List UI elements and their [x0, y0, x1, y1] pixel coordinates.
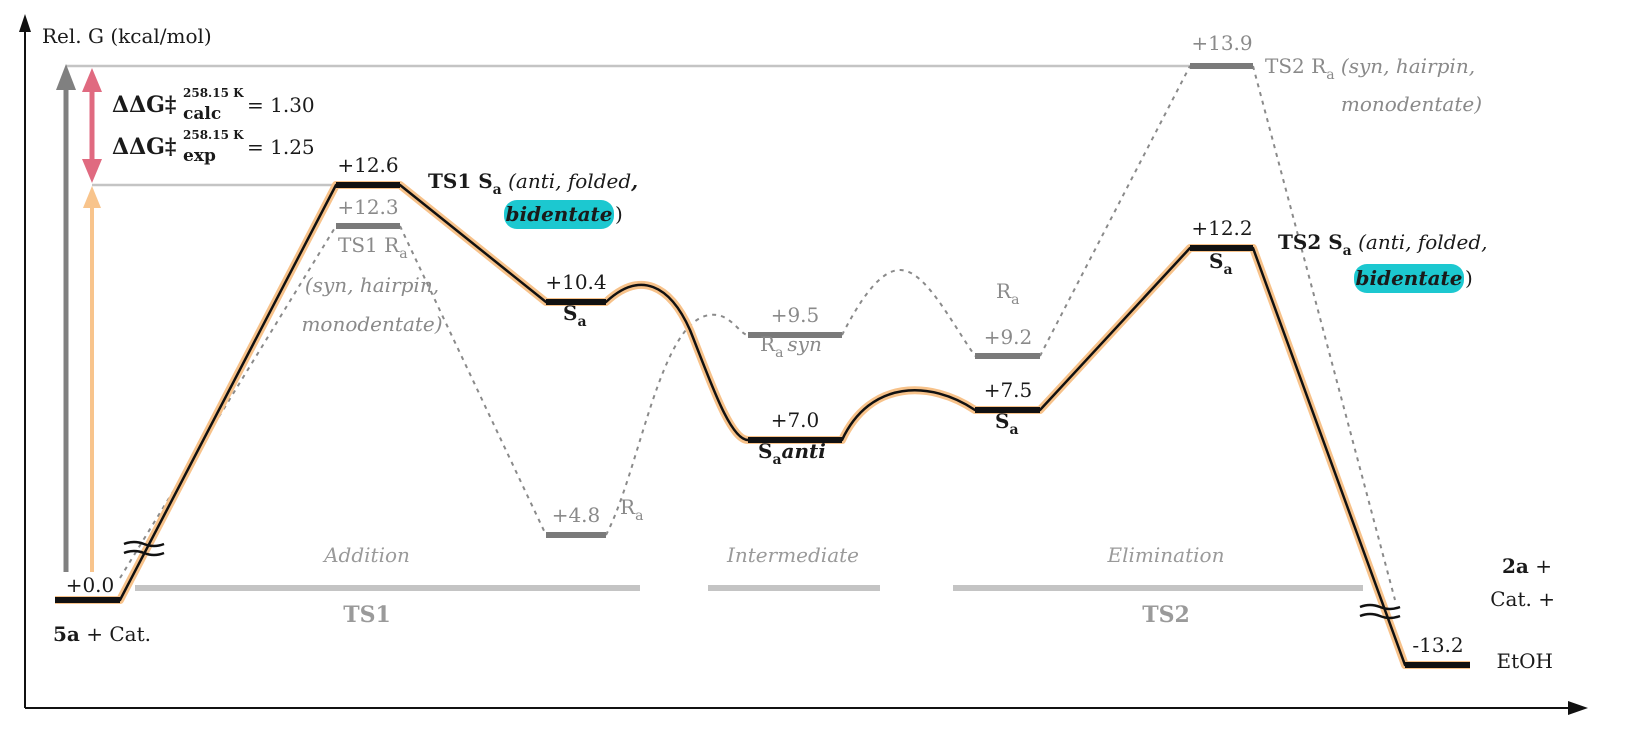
sa-pathway-glow — [55, 181, 1470, 669]
int-ra-syn-energy: +9.5 — [771, 303, 820, 327]
product-species-label-line1: 2a + — [1502, 554, 1552, 578]
sa-main-pathway — [55, 181, 1470, 669]
int-sa-right-label: Sa — [995, 409, 1019, 438]
energy-values: +0.0 +12.6 +12.3 +10.4 +4.8 +9.5 +7.0 +9… — [66, 31, 1464, 657]
ts2-bidentate-highlight — [1354, 264, 1464, 293]
ts2-ra-label: TS2 Ra (syn, hairpin, — [1265, 54, 1475, 83]
ddg-calc-value: = 1.30 — [247, 93, 315, 117]
ddg-exp-annotation: ΔΔG‡ 258.15 K exp = 1.25 — [112, 128, 315, 166]
axes: Rel. G (kcal/mol) — [19, 14, 1588, 715]
int-ra-low-energy: +4.8 — [552, 503, 601, 527]
ts1-sa-label: TS1 Sa (anti, folded, — [428, 169, 638, 198]
ra-levels — [336, 63, 1253, 538]
ts2-sa-level-label: Sa — [1209, 249, 1233, 278]
ts1-bidentate-close: ) — [615, 202, 623, 226]
ddg-calc-subscript: calc — [183, 104, 221, 124]
ts1-ra-energy: +12.3 — [337, 195, 398, 219]
section-elimination-label: Elimination — [1107, 543, 1225, 567]
start-energy: +0.0 — [66, 573, 115, 597]
int-sa-anti-label: Saanti — [758, 439, 826, 468]
energy-arrows — [56, 64, 102, 572]
section-intermediate-label: Intermediate — [726, 543, 859, 567]
int-ra-right-energy: +9.2 — [984, 325, 1033, 349]
sa-levels — [55, 182, 1470, 668]
ts2-ra-desc-line2: monodentate) — [1341, 92, 1482, 116]
int-sa-left-energy: +10.4 — [545, 270, 606, 294]
ddg-arrow-head-bottom-icon — [82, 159, 102, 183]
section-bars: Addition Intermediate Elimination TS1 TS… — [135, 543, 1363, 628]
y-axis-label: Rel. G (kcal/mol) — [42, 24, 212, 48]
product-energy: -13.2 — [1412, 633, 1463, 657]
int-sa-left-label: Sa — [563, 301, 587, 330]
sa-pathway-line — [55, 183, 1470, 667]
ts2-sa-label: TS2 Sa (anti, folded, — [1278, 230, 1488, 259]
ts1-bidentate-highlight — [504, 200, 614, 229]
ts2-sa-energy: +12.2 — [1191, 216, 1252, 240]
axis-break-left-icon — [123, 540, 165, 557]
ddg-exp-temperature: 258.15 K — [183, 128, 244, 142]
ts1-ra-label: TS1 Ra — [338, 233, 408, 262]
ts1-bidentate-label: bidentate — [506, 202, 613, 226]
ts1-sa-energy: +12.6 — [337, 153, 398, 177]
ts2-bidentate-close: ) — [1465, 266, 1473, 290]
section-ts1-label: TS1 — [343, 602, 391, 628]
total-barrier-arrow-head-icon — [56, 64, 76, 90]
ddg-calc-symbol: ΔΔG‡ — [112, 92, 176, 118]
ddg-arrow-head-top-icon — [82, 68, 102, 92]
product-species-label-line2: Cat. + — [1490, 587, 1555, 611]
x-axis-arrow-icon — [1568, 701, 1588, 715]
y-axis-arrow-icon — [19, 14, 31, 32]
experimental-barrier-arrow-head-icon — [83, 186, 101, 208]
ts1-ra-desc-line2: monodentate) — [301, 312, 442, 336]
int-ra-low-label: Ra — [620, 495, 643, 524]
product-species-label-line3: EtOH — [1497, 649, 1553, 673]
ddg-exp-symbol: ΔΔG‡ — [112, 134, 176, 160]
ddg-exp-value: = 1.25 — [247, 135, 315, 159]
ddg-exp-subscript: exp — [183, 146, 216, 166]
ts2-ra-energy: +13.9 — [1191, 31, 1252, 55]
ts2-bidentate-label: bidentate — [1356, 266, 1463, 290]
axis-break-right-icon — [1359, 603, 1401, 620]
int-sa-anti-energy: +7.0 — [771, 408, 820, 432]
ddg-calc-annotation: ΔΔG‡ 258.15 K calc = 1.30 — [112, 86, 315, 124]
section-ts2-label: TS2 — [1142, 602, 1190, 628]
start-species-label: 5a + Cat. — [53, 622, 151, 646]
ddg-calc-temperature: 258.15 K — [183, 86, 244, 100]
int-ra-right-label: Ra — [996, 279, 1019, 308]
section-addition-label: Addition — [322, 543, 410, 567]
ra-dashed-pathway — [119, 65, 1396, 601]
int-sa-right-energy: +7.5 — [984, 378, 1033, 402]
ts1-ra-desc-line1: (syn, hairpin, — [305, 273, 439, 297]
